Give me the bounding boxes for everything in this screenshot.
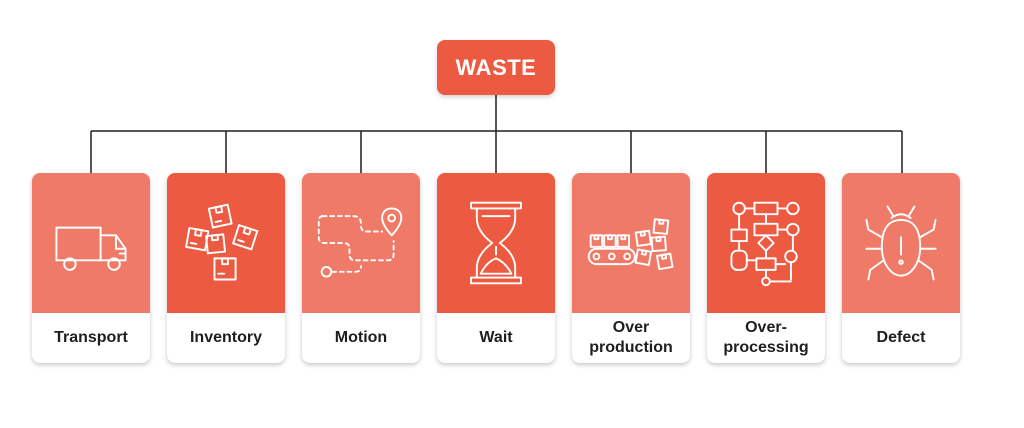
category-label-wait: Wait bbox=[479, 329, 513, 346]
category-card-defect: Defect bbox=[842, 173, 960, 363]
boxes-icon bbox=[185, 203, 259, 281]
category-card-transport: Transport bbox=[32, 173, 150, 363]
truck-icon bbox=[55, 226, 127, 271]
category-label-motion: Motion bbox=[334, 329, 388, 346]
route-pin-icon bbox=[317, 207, 403, 278]
category-card-over-production: Over production bbox=[572, 173, 690, 363]
category-card-over-processing: Over- processing bbox=[707, 173, 825, 363]
category-card-motion: Motion bbox=[302, 173, 420, 363]
category-card-inventory: Inventory bbox=[167, 173, 285, 363]
waste-root-node: WASTE bbox=[437, 40, 555, 95]
category-label-over-production: Over production bbox=[589, 319, 673, 356]
category-card-wait: Wait bbox=[437, 173, 555, 363]
category-label-defect: Defect bbox=[876, 329, 926, 346]
flowchart-icon bbox=[730, 201, 800, 287]
waste-root-label: WASTE bbox=[455, 54, 537, 80]
bug-icon bbox=[865, 205, 937, 281]
category-label-inventory: Inventory bbox=[189, 329, 262, 346]
category-label-over-processing: Over- processing bbox=[723, 319, 809, 356]
conveyor-boxes-icon bbox=[587, 218, 674, 271]
category-label-transport: Transport bbox=[54, 329, 128, 346]
hourglass-icon bbox=[470, 201, 522, 285]
